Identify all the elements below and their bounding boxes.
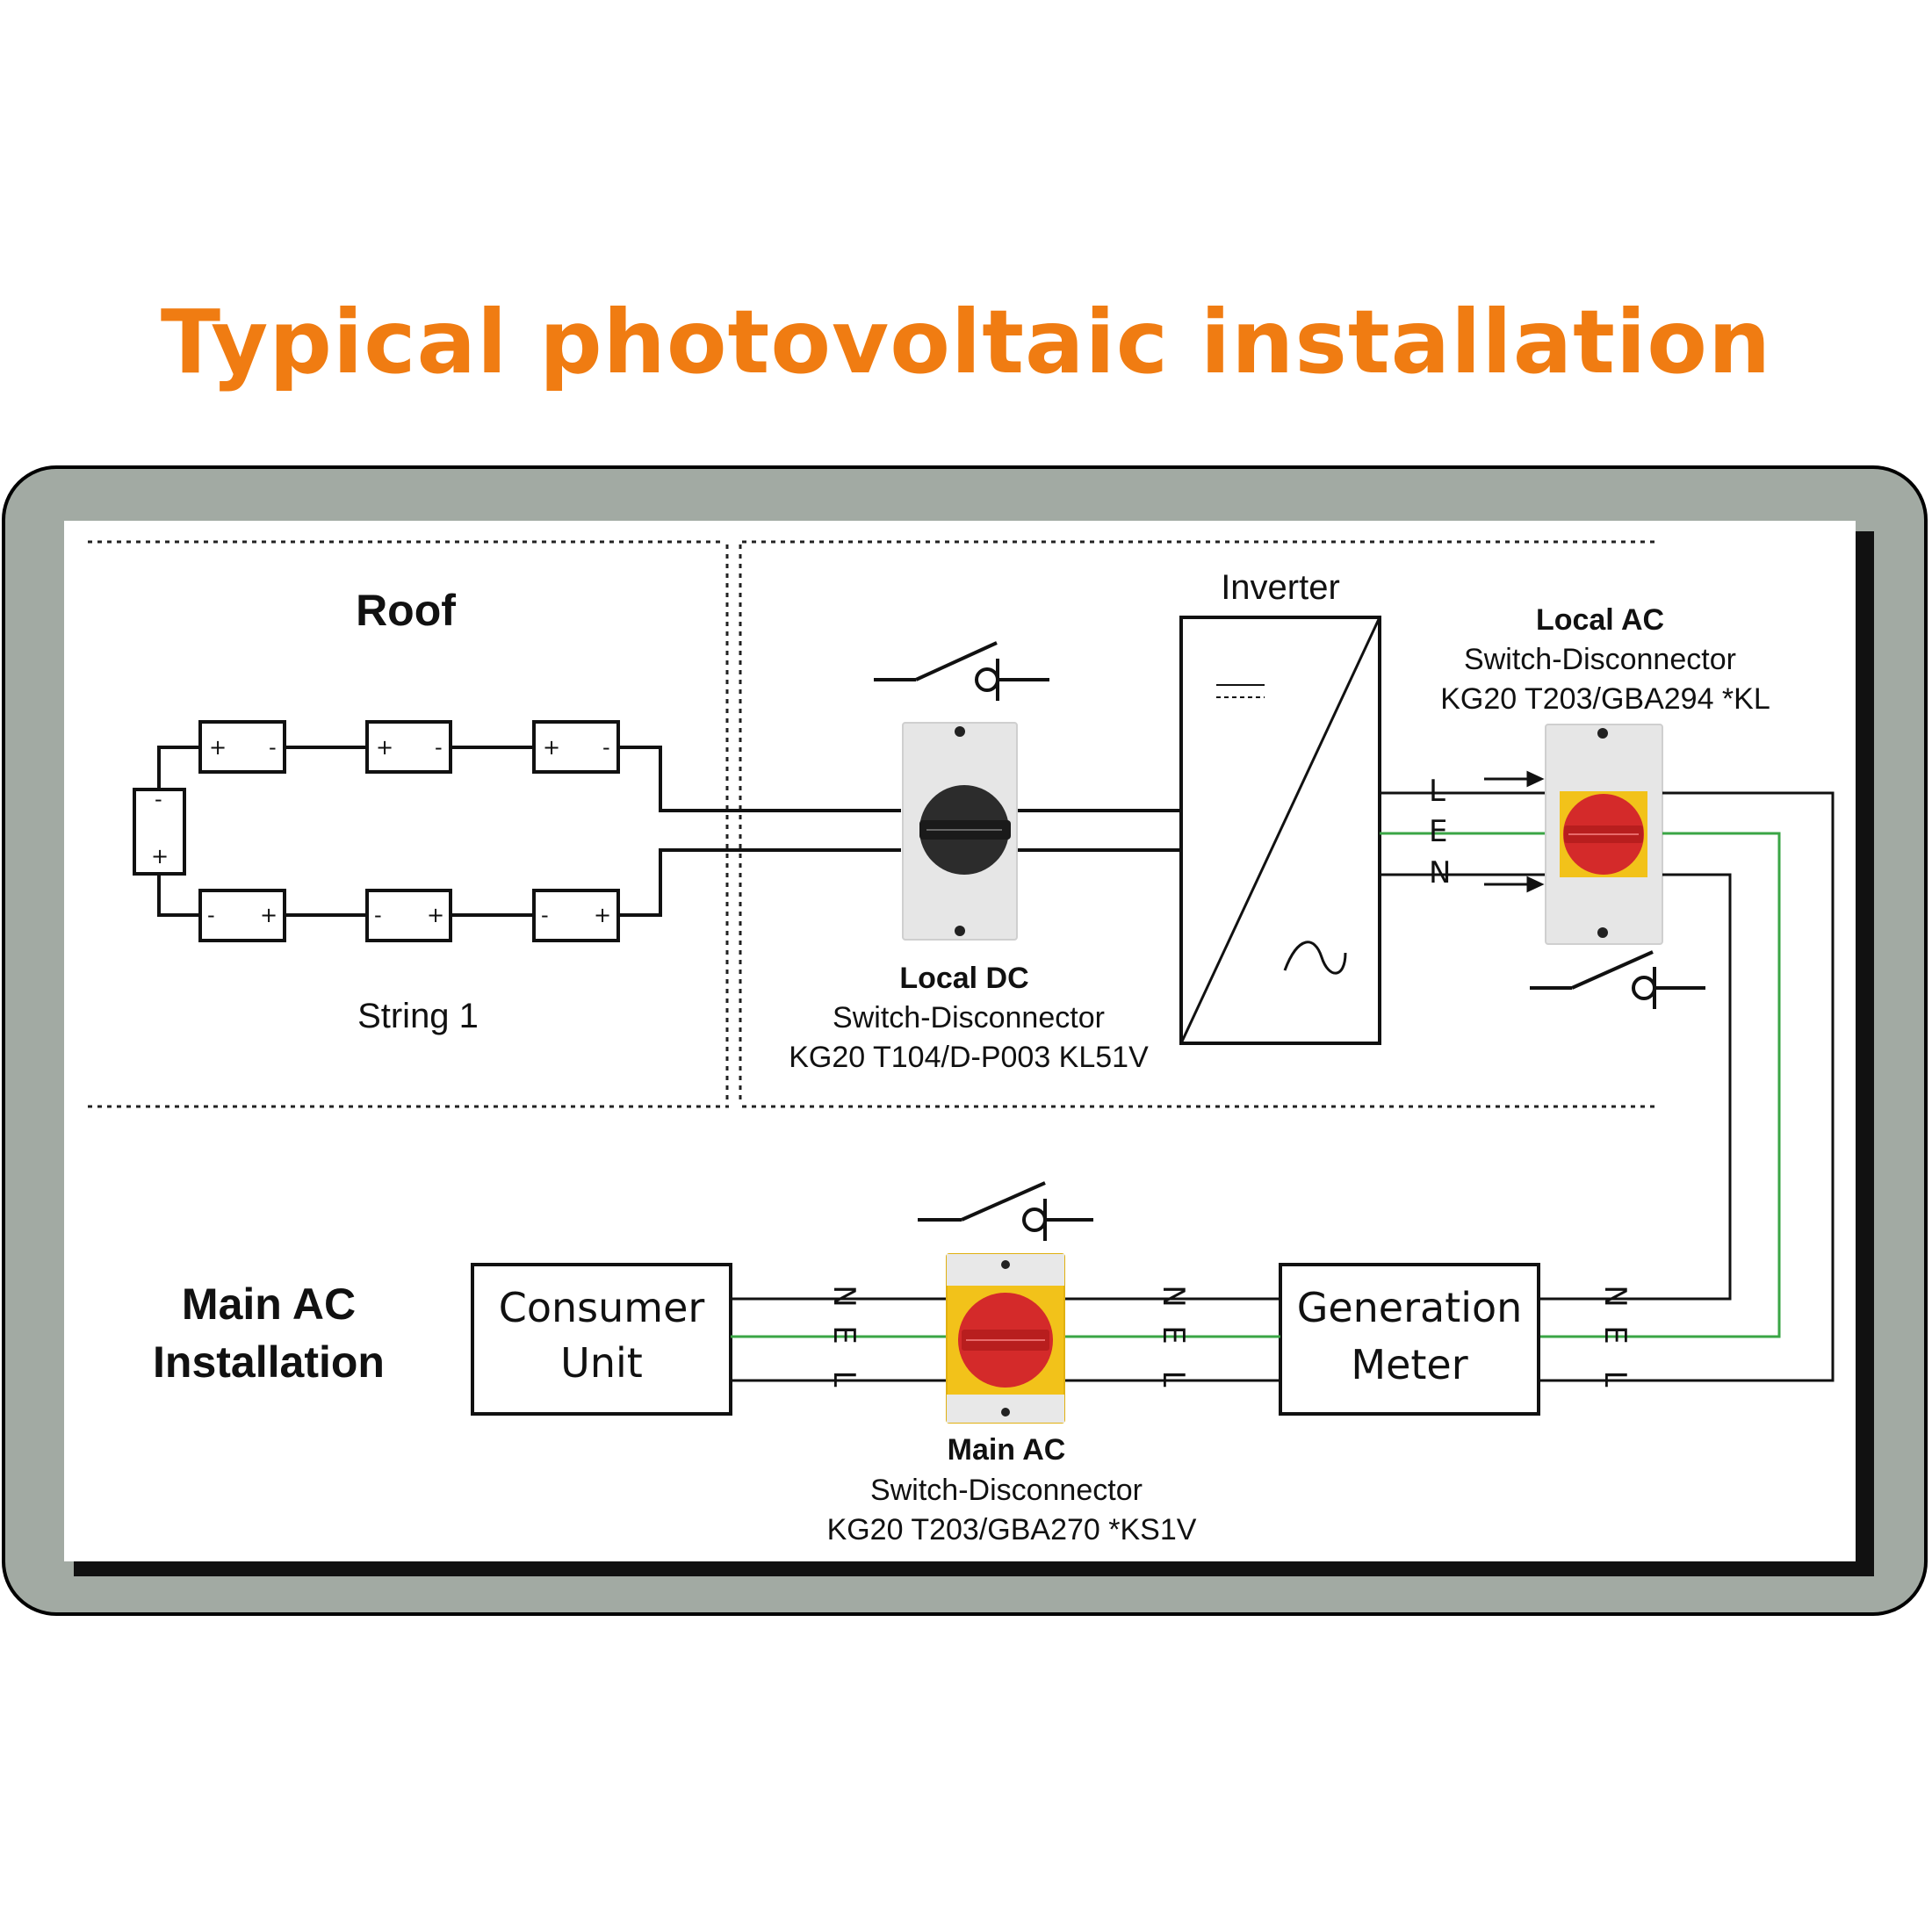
svg-text:E: E [1429,814,1447,849]
pv-panel [198,889,286,942]
page-title: Typical photovoltaic installation [160,291,1772,393]
svg-text:N: N [826,1285,861,1307]
inverter-ac-wiring [1380,791,1546,876]
svg-text:-: - [155,787,162,811]
svg-text:-: - [374,903,382,927]
local-ac-name: Local AC [1536,603,1664,637]
generation-meter-label-line1: Generation [1297,1284,1523,1331]
svg-text:-: - [435,735,443,760]
main-ac-switch-name: Main AC [948,1433,1066,1467]
switch-symbol-icon [1530,950,1705,1009]
main-ac-switch [946,1253,1065,1424]
svg-text:-: - [541,903,549,927]
svg-text:-: - [602,735,610,760]
panel-polarity-signs: + - + - + - - + - + - + - + [151,735,611,927]
main-ac-wiring [731,1297,1280,1382]
main-ac-switch-type: Switch-Disconnector [870,1474,1143,1507]
pv-panel [133,788,186,876]
local-dc-name: Local DC [899,962,1028,995]
svg-text:L: L [1156,1371,1191,1388]
svg-text:-: - [207,903,215,927]
pv-panel [532,889,620,942]
svg-text:E: E [1156,1325,1191,1344]
svg-text:L: L [1597,1371,1633,1388]
svg-text:L: L [826,1371,861,1388]
main-ac-label-line2: Installation [153,1337,385,1387]
main-ac-label-line1: Main AC [182,1280,356,1329]
local-ac-model: KG20 T203/GBA294 *KL [1440,682,1770,716]
roof-label: Roof [356,586,456,635]
sine-wave-icon [1283,941,1347,975]
local-dc-switch [902,722,1018,941]
svg-text:N: N [1597,1285,1633,1307]
string-wiring [157,746,901,917]
pv-panel [532,720,620,774]
svg-text:+: + [376,735,393,760]
generation-meter-label-line2: Meter [1351,1341,1467,1388]
pv-panel [365,720,452,774]
dc-output-wiring [1017,809,1181,852]
pv-panel [365,889,452,942]
main-ac-line-letters: N E L N E L N E L [826,1285,1633,1387]
consumer-unit-label-line1: Consumer [499,1284,705,1331]
local-dc-model: KG20 T104/D-P003 KL51V [789,1041,1149,1074]
pv-panels [133,720,620,942]
svg-text:E: E [826,1325,861,1344]
string-label: String 1 [357,997,479,1035]
local-dc-type: Switch-Disconnector [833,1001,1105,1034]
svg-text:+: + [260,903,278,927]
svg-text:+: + [151,844,169,869]
switch-symbol-icon [874,641,1049,701]
pv-panel [198,720,286,774]
svg-text:N: N [1429,855,1451,890]
svg-text:+: + [209,735,227,760]
svg-text:E: E [1597,1325,1633,1344]
svg-text:L: L [1429,774,1445,809]
svg-text:N: N [1156,1285,1191,1307]
generation-meter: Generation Meter [1279,1263,1540,1416]
inverter-label: Inverter [1221,568,1340,607]
main-ac-switch-model: KG20 T203/GBA270 *KS1V [827,1513,1197,1546]
svg-text:-: - [269,735,277,760]
arrow-right-icon [1484,770,1545,893]
local-ac-type: Switch-Disconnector [1464,643,1736,676]
svg-text:+: + [594,903,611,927]
local-ac-switch [1545,724,1663,945]
svg-text:+: + [427,903,444,927]
consumer-unit: Consumer Unit [471,1263,732,1416]
local-ac-line-letters: L E N [1429,774,1451,890]
svg-text:+: + [543,735,560,760]
ac-feeder-wiring [1539,791,1835,1382]
consumer-unit-label-line2: Unit [560,1339,643,1387]
section-boundaries [88,540,1660,1108]
dc-symbol-icon [1216,684,1265,698]
inverter [1179,616,1381,1045]
switch-symbol-icon [918,1181,1093,1241]
